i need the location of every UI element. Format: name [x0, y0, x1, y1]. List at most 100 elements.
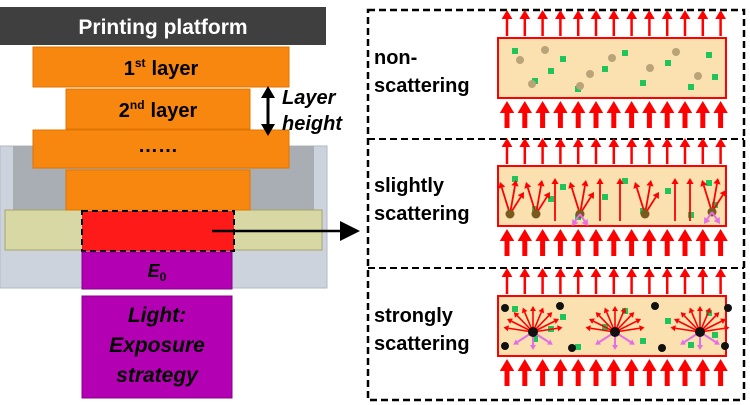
scattering-cases: [497, 10, 732, 386]
case-2-backscatter-1-b-shaft: [579, 213, 586, 222]
case-2-incident-arrow-3-head: [535, 229, 550, 241]
case-1-particle-7: [694, 72, 702, 80]
case-1-incident-arrow-13-head: [713, 101, 728, 113]
case-2-scatter-ray-2-c-head: [543, 192, 550, 199]
case-3-transmitted-arrow-1-head: [501, 268, 513, 277]
layer-4: [65, 169, 251, 211]
case-1-incident-arrow-9-head: [642, 101, 657, 113]
case-3-scatter-ray-1-1-head: [503, 325, 509, 332]
case-1-filler-particle-8: [665, 60, 671, 66]
case-2-incident-arrow-1-head: [499, 229, 515, 241]
case-1-incident-arrow-11-head: [677, 101, 693, 113]
case-2-scatter-ray-4-a-head: [633, 182, 641, 189]
case-3-scatter-ray-3-9-head: [724, 325, 730, 332]
case-1-incident-arrow-5-head: [571, 101, 586, 113]
case-1-filler-particle-2: [532, 78, 538, 84]
case-2-incident-arrow-9-head: [642, 229, 657, 241]
case-2-direct-ray-5-head: [686, 178, 694, 184]
case-2-particle-1: [505, 209, 515, 219]
case-3-small-particle-2: [501, 342, 509, 350]
case-1-transmitted-arrow-8-head: [626, 10, 637, 19]
case-2-incident-arrow-5-head: [571, 229, 586, 241]
case-3-transmitted-arrow-4-head: [555, 268, 566, 277]
case-3-scatter-ray-2-1-head: [585, 325, 591, 332]
case-3-filler-particle-7: [640, 338, 646, 344]
case-1-particle-5: [646, 64, 654, 72]
case-1-particle-8: [576, 82, 584, 90]
light-box: [81, 295, 233, 399]
case-3-backscatter-3-1-head: [713, 339, 720, 345]
case-2-label-1: slightly: [374, 175, 445, 197]
case-3-incident-arrow-12-head: [695, 359, 710, 371]
case-3-scatter-ray-2-2-head: [589, 318, 595, 324]
case-1-particle-4: [608, 54, 616, 62]
case-2-filler-particle-11: [712, 202, 718, 208]
case-1-filler-particle-12: [548, 68, 554, 74]
case-3-incident-arrow-5-head: [571, 359, 586, 371]
case-3-small-particle-5: [651, 302, 659, 310]
case-3-scatter-ray-2-7-head: [628, 312, 635, 318]
case-3-transmitted-arrow-7-head: [608, 268, 620, 277]
case-2-scatter-ray-2-a-shaft: [526, 187, 537, 215]
case-2-scatter-ray-5-a-head: [700, 180, 708, 187]
case-3-small-particle-7: [724, 304, 732, 312]
case-3-scatter-ray-3-7-head: [713, 312, 720, 318]
case-1-label-2: scattering: [374, 75, 470, 97]
case-3-label-2: scattering: [374, 333, 470, 355]
case-2-incident-arrow-13-head: [713, 229, 728, 241]
case-2-transmitted-arrow-5-head: [572, 138, 584, 147]
case-2-filler-particle-10: [706, 180, 712, 186]
case-2-scatter-ray-5-c-head: [719, 190, 726, 197]
case-3-scatter-ray-1-3-head: [513, 312, 520, 318]
case-2-incident-arrow-12-head: [695, 229, 710, 241]
case-3-filler-particle-11: [712, 332, 718, 338]
case-3-backscatter-2-1-head: [628, 339, 635, 345]
case-3-transmitted-arrow-6-head: [590, 268, 602, 277]
case-2-scatter-ray-2-b-shaft: [535, 185, 542, 215]
case-3-incident-arrow-11-head: [677, 359, 693, 371]
case-2-transmitted-arrow-4-head: [555, 138, 566, 147]
case-2-transmitted-arrow-10-head: [661, 138, 673, 147]
case-1-transmitted-arrow-2-head: [519, 10, 531, 19]
case-1-filler-particle-1: [512, 48, 518, 54]
case-1-filler-particle-6: [622, 50, 628, 56]
case-3-incident-arrow-1-head: [499, 359, 515, 371]
printing-platform: [0, 7, 326, 45]
case-3-backscatter-3-3-head: [680, 339, 687, 345]
case-2-backscatter-1-b-head: [581, 219, 588, 226]
layer-height-label-2: height: [282, 113, 343, 135]
case-3-small-particle-6: [658, 344, 666, 352]
case-3-incident-arrow-3-head: [535, 359, 550, 371]
case-3-transmitted-arrow-10-head: [661, 268, 673, 277]
case-2-transmitted-arrow-9-head: [644, 138, 655, 147]
case-1-transmitted-arrow-10-head: [661, 10, 673, 19]
case-3-scatter-ray-3-5-head: [697, 306, 703, 311]
case-2-transmitted-arrow-8-head: [626, 138, 637, 147]
case-3-incident-arrow-4-head: [553, 359, 568, 371]
case-1-incident-arrow-4-head: [553, 101, 568, 113]
case-1-particle-6: [672, 48, 680, 56]
energy-box: [81, 251, 233, 290]
case-3-filler-particle-10: [706, 310, 712, 316]
layer-height-label-1: Layer: [282, 87, 337, 109]
case-1-filler-particle-10: [706, 52, 712, 58]
case-2-scatter-ray-4-c-head: [652, 192, 659, 199]
case-3-transmitted-arrow-13-head: [715, 268, 726, 277]
case-3-backscatter-2-2-head: [612, 345, 618, 350]
case-2-backscatter-1-a-head: [572, 219, 579, 226]
case-2-incident-arrow-10-head: [660, 229, 675, 241]
case-2-incident-arrow-2-head: [517, 229, 532, 241]
case-3-filler-particle-4: [575, 344, 581, 350]
case-3-filler-particle-2: [532, 336, 538, 342]
case-3-incident-arrow-10-head: [660, 359, 675, 371]
case-3-scatter-ray-2-6-head: [620, 307, 627, 314]
case-2-filler-particle-6: [622, 178, 628, 184]
case-2-backscatter-2-a-head: [704, 217, 711, 224]
case-2-scatter-ray-4-b-shaft: [644, 185, 651, 215]
case-3-scatter-ray-1-7-head: [546, 312, 553, 318]
case-2-backscatter-2-b-head: [713, 217, 720, 224]
case-3-scatter-ray-1-9-head: [557, 325, 563, 332]
case-1-transmitted-arrow-4-head: [555, 10, 566, 19]
